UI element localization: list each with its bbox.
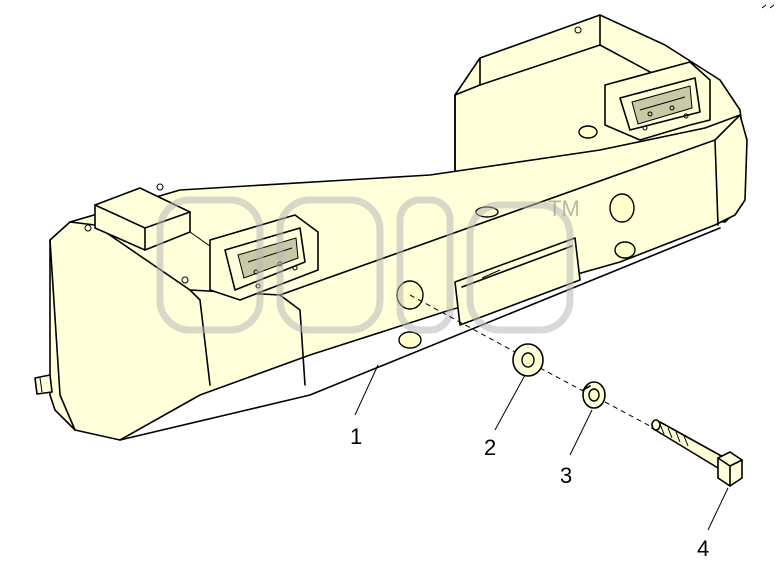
flat-washer [512,343,544,377]
leader-lines [354,364,729,531]
assembly-axis-line [409,294,651,427]
hex-bolt [651,419,743,487]
counterweight [34,114,748,441]
watermark-trademark: TM [548,196,580,221]
lock-washer [582,381,606,409]
watermark-logo: TM [156,196,580,334]
corner-mark [761,4,775,9]
callout-4: 4 [697,536,709,561]
callout-2: 2 [484,435,496,460]
callout-3: 3 [560,463,572,488]
callout-1: 1 [350,424,362,449]
